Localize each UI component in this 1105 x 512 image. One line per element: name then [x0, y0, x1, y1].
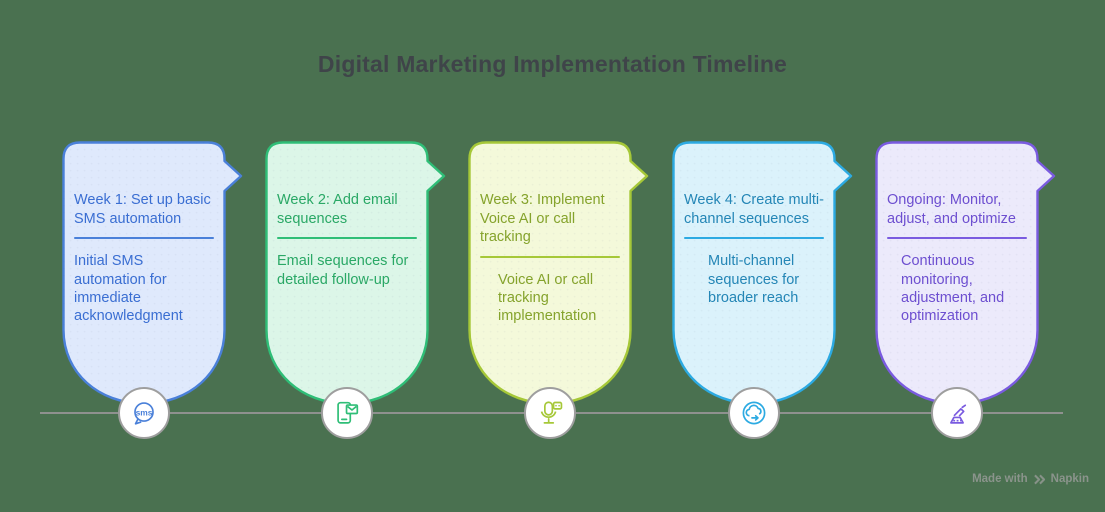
svg-text:sms: sms [136, 407, 153, 417]
speech-bubble-shape [265, 141, 446, 405]
step-description: Multi-channel sequences for broader reac… [708, 253, 800, 306]
timeline-node-week4 [728, 387, 780, 439]
timeline-card-week4: Week 4: Create multi-channel sequences M… [672, 141, 853, 405]
timeline-node-week1: sms [118, 387, 170, 439]
voice-ai-microphone-icon [540, 401, 563, 424]
multi-channel-cloud-icon [742, 401, 766, 425]
step-description: Initial SMS automation for immediate ack… [74, 253, 183, 325]
step-description: Voice AI or call tracking implementation [498, 271, 597, 325]
step-title: Week 3: Implement Voice AI or call track… [480, 192, 605, 246]
step-divider [74, 237, 214, 240]
sms-chat-bubble-icon: sms [134, 402, 154, 425]
step-description: Email sequences for detailed follow-up [277, 253, 409, 288]
page-title: Digital Marketing Implementation Timelin… [317, 51, 788, 77]
timeline-node-week3 [524, 387, 576, 439]
speech-bubble-shape [62, 141, 243, 405]
timeline-card-week2: Week 2: Add email sequences Email sequen… [265, 141, 446, 405]
napkin-logo-icon [1033, 474, 1045, 484]
timeline-node-ongoing [931, 387, 983, 439]
step-description: Continuous monitoring, adjustment, and o… [901, 253, 1005, 325]
step-divider [277, 237, 417, 240]
step-divider [684, 237, 824, 240]
step-title: Week 2: Add email sequences [277, 192, 398, 227]
timeline-node-week2 [321, 387, 373, 439]
step-title: Week 1: Set up basic SMS automation [74, 192, 211, 227]
phone-email-icon [337, 401, 359, 424]
watermark-brand: Napkin [1050, 473, 1089, 485]
step-title: Ongoing: Monitor, adjust, and optimize [887, 192, 1016, 227]
timeline-card-week1: Week 1: Set up basic SMS automation Init… [62, 141, 243, 405]
speech-bubble-shape [875, 141, 1056, 405]
step-divider [480, 255, 620, 258]
monitor-adjust-gauge-icon [950, 404, 967, 424]
step-divider [887, 237, 1027, 240]
speech-bubble-shape [672, 141, 853, 405]
watermark-prefix: Made with [972, 473, 1028, 485]
timeline-card-week3: Week 3: Implement Voice AI or call track… [468, 141, 649, 405]
timeline-card-ongoing: Ongoing: Monitor, adjust, and optimize C… [875, 141, 1056, 405]
step-title: Week 4: Create multi-channel sequences [684, 192, 824, 227]
made-with-napkin-watermark: Made with Napkin [972, 473, 1089, 485]
